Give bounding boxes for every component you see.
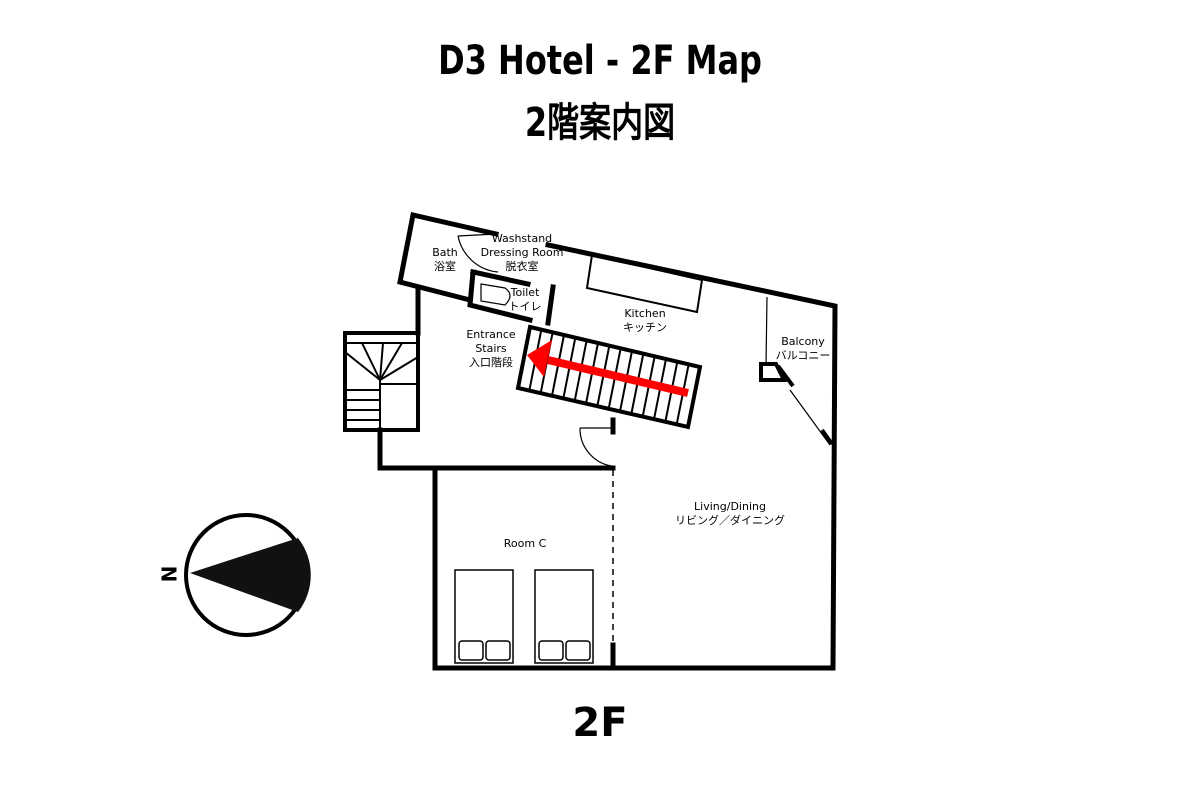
direction-arrow — [527, 340, 689, 397]
walls — [377, 211, 838, 671]
map-title: D3 Hotel - 2F Map — [438, 38, 762, 84]
balcony-pillar — [759, 362, 788, 382]
beds — [454, 569, 594, 664]
side-stair-steps — [344, 342, 419, 430]
map-title-ja: 2階案内図 — [524, 100, 676, 146]
compass-needle-icon — [190, 538, 311, 612]
floor-label: 2F — [572, 700, 628, 746]
toilet-fixture — [480, 283, 511, 306]
doors — [457, 233, 831, 467]
side-stairs — [343, 331, 420, 432]
room-c: Room C — [503, 537, 547, 550]
kitchen-counter — [585, 253, 704, 314]
compass-north-label: N — [156, 565, 181, 583]
compass — [184, 513, 311, 637]
